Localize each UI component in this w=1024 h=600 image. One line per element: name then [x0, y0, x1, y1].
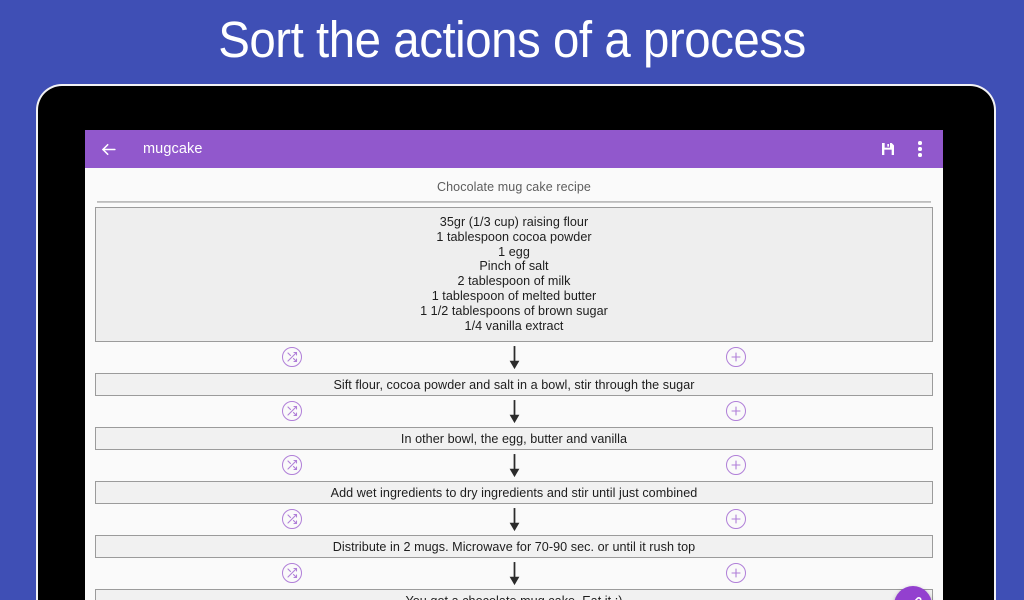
- step-connector-row: [95, 558, 933, 589]
- tablet-device-frame: mugcake Chocolate mug cake recipe 35gr: [36, 84, 996, 600]
- plus-circle-icon[interactable]: [726, 455, 746, 476]
- step-text: Sift flour, cocoa powder and salt in a b…: [333, 377, 695, 392]
- ingredient-line: 1 tablespoon cocoa powder: [436, 229, 592, 244]
- save-floppy-icon[interactable]: [875, 136, 901, 162]
- app-bar-title: mugcake: [143, 141, 203, 157]
- step-box[interactable]: Sift flour, cocoa powder and salt in a b…: [95, 373, 933, 397]
- ingredient-line: 2 tablespoon of milk: [457, 274, 571, 289]
- plus-circle-icon[interactable]: [726, 563, 746, 584]
- step-connector-row: [95, 450, 933, 481]
- arrow-down-icon: [507, 453, 521, 478]
- back-arrow-icon[interactable]: [95, 136, 121, 162]
- step-text: Add wet ingredients to dry ingredients a…: [330, 485, 698, 500]
- ingredient-line: 35gr (1/3 cup) raising flour: [439, 215, 589, 229]
- promo-headline: Sort the actions of a process: [218, 11, 806, 68]
- plus-circle-icon[interactable]: [726, 509, 746, 530]
- more-vertical-icon[interactable]: [909, 136, 931, 162]
- step-text: In other bowl, the egg, butter and vanil…: [400, 431, 628, 446]
- recipe-content: Chocolate mug cake recipe 35gr (1/3 cup)…: [85, 168, 943, 600]
- step-box[interactable]: Add wet ingredients to dry ingredients a…: [95, 481, 933, 505]
- step-box[interactable]: In other bowl, the egg, butter and vanil…: [95, 427, 933, 451]
- app-bar: mugcake: [85, 130, 943, 168]
- shuffle-icon[interactable]: [282, 401, 302, 422]
- ingredient-line: 1 1/2 tablespoons of brown sugar: [420, 303, 608, 318]
- plus-circle-icon[interactable]: [726, 347, 746, 368]
- step-text: You got a chocolate mug cake. Eat it :): [405, 594, 622, 600]
- step-connector-row: [95, 396, 933, 427]
- title-divider: [97, 201, 931, 203]
- recipe-title: Chocolate mug cake recipe: [437, 180, 591, 194]
- step-box[interactable]: Distribute in 2 mugs. Microwave for 70-9…: [95, 535, 933, 559]
- arrow-down-icon: [507, 561, 521, 586]
- arrow-down-icon: [507, 345, 521, 370]
- overflow-dot: [918, 141, 922, 145]
- shuffle-icon[interactable]: [282, 347, 302, 368]
- arrow-down-icon: [507, 399, 521, 424]
- plus-circle-icon[interactable]: [726, 401, 746, 422]
- overflow-dot: [918, 147, 922, 151]
- step-text: Distribute in 2 mugs. Microwave for 70-9…: [332, 539, 696, 554]
- step-connector-row: [95, 504, 933, 535]
- step-connector-row: [95, 342, 933, 373]
- shuffle-icon[interactable]: [282, 563, 302, 584]
- ingredient-line: 1 egg: [498, 244, 530, 259]
- step-box[interactable]: You got a chocolate mug cake. Eat it :): [95, 589, 933, 600]
- shuffle-icon[interactable]: [282, 509, 302, 530]
- ingredient-line: 1/4 vanilla extract: [464, 318, 564, 333]
- steps-list: Sift flour, cocoa powder and salt in a b…: [95, 342, 933, 600]
- ingredient-line: Pinch of salt: [479, 259, 549, 274]
- overflow-dot: [918, 153, 922, 157]
- arrow-down-icon: [507, 507, 521, 532]
- device-screen: mugcake Chocolate mug cake recipe 35gr: [85, 130, 943, 600]
- ingredient-line: 1 tablespoon of melted butter: [431, 288, 597, 303]
- shuffle-icon[interactable]: [282, 455, 302, 476]
